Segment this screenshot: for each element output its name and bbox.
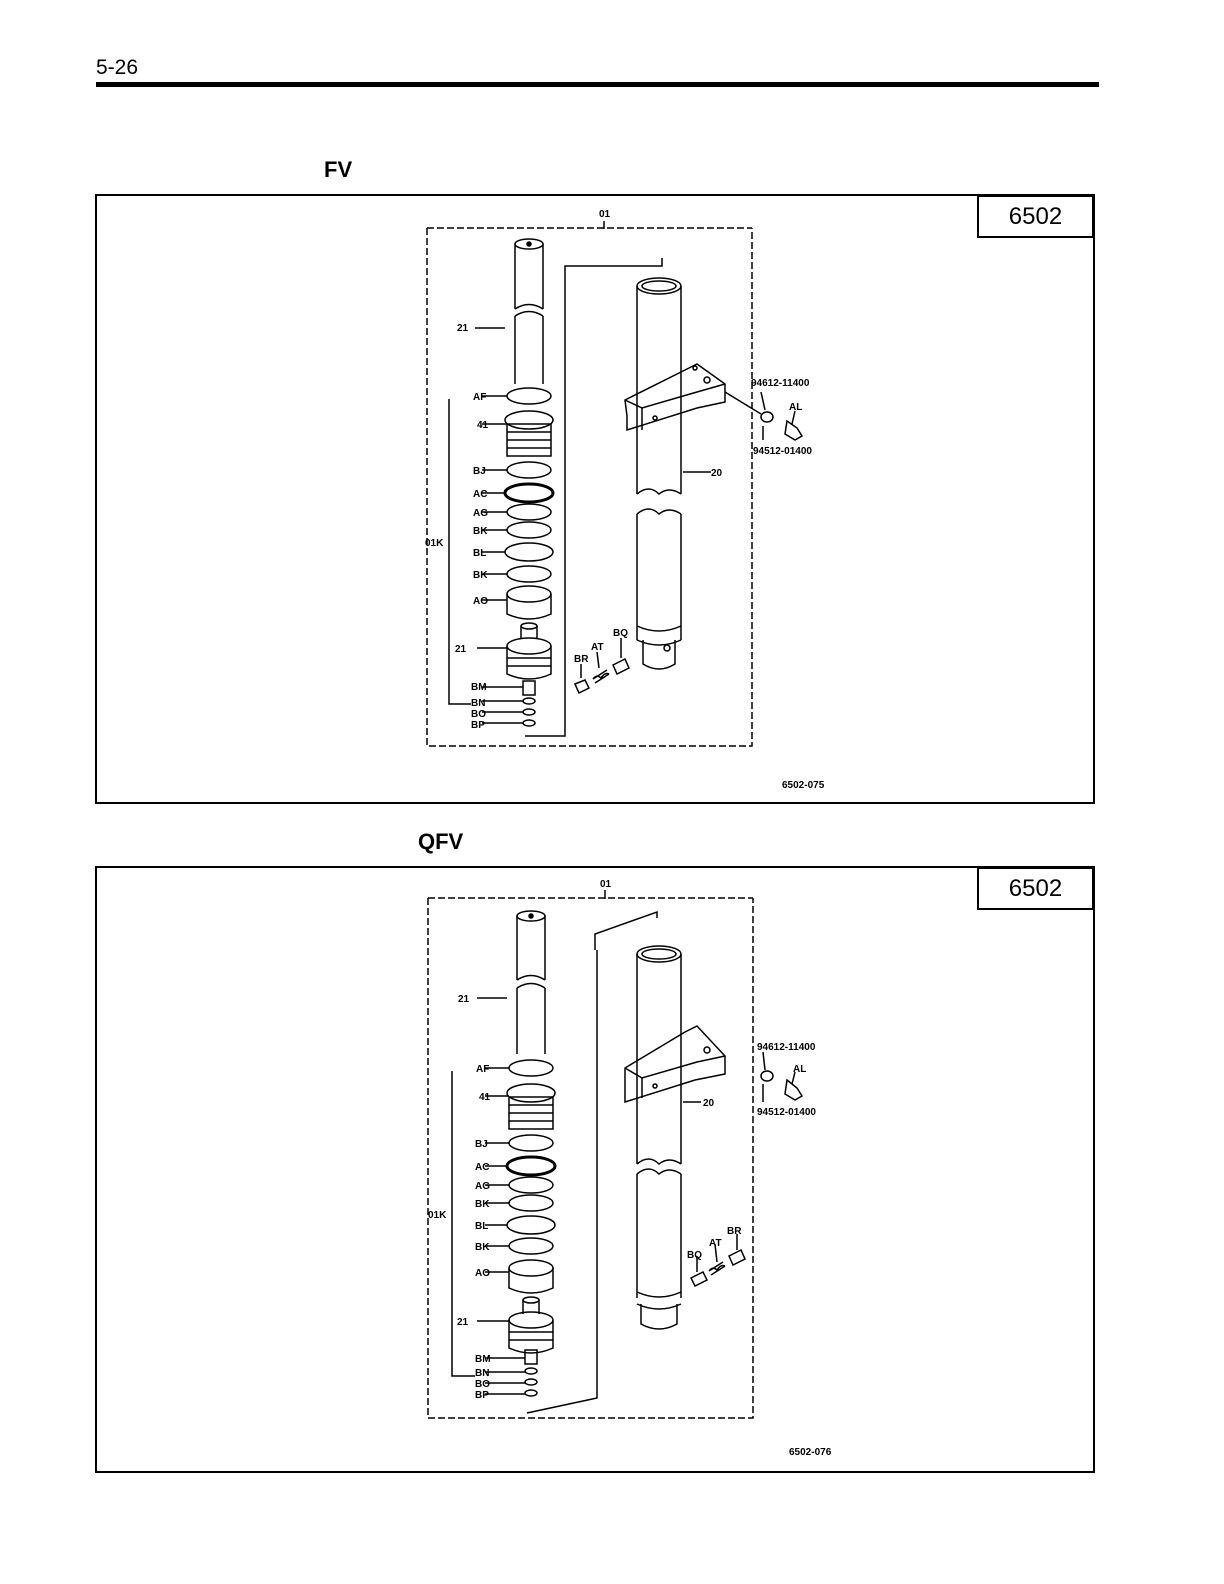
diagram-panel-fv: 6502 xyxy=(95,194,1095,804)
bolt xyxy=(785,1080,802,1100)
label-part-bn: BN xyxy=(471,698,485,709)
label-seal-ao: AO xyxy=(473,596,488,607)
label-seal-bk-2: BK xyxy=(473,570,488,581)
label-bolt-number: 94612-11400 xyxy=(757,1042,816,1053)
label-seal-bj: BJ xyxy=(473,466,486,477)
label-valve-at: AT xyxy=(709,1238,722,1249)
label-valve-bq: BQ xyxy=(613,628,628,639)
header-rule xyxy=(96,82,1099,87)
label-assembly: 01 xyxy=(600,879,612,890)
label-bolt-al: AL xyxy=(789,402,802,413)
label-washer-number: 94512-01400 xyxy=(753,446,812,457)
label-part-bp: BP xyxy=(471,720,485,731)
label-washer-number: 94512-01400 xyxy=(757,1107,816,1118)
label-valve-br: BR xyxy=(574,654,589,665)
label-seal-ag: AG xyxy=(473,508,488,519)
label-kit: 01K xyxy=(428,1210,447,1221)
piston-rod xyxy=(515,239,543,384)
piston-lower xyxy=(509,1297,553,1396)
cylinder-tube xyxy=(637,278,681,669)
figure-id: 6502-075 xyxy=(782,780,824,791)
label-piston-upper: 21 xyxy=(457,323,469,334)
label-seal-bk-2: BK xyxy=(475,1242,490,1253)
label-valve-br: BR xyxy=(727,1226,742,1237)
label-seal-bk-1: BK xyxy=(473,526,488,537)
label-part-bn: BN xyxy=(475,1368,489,1379)
label-cylinder: 20 xyxy=(703,1098,715,1109)
label-seal-bk-1: BK xyxy=(475,1199,490,1210)
label-valve-bq: BQ xyxy=(687,1250,702,1261)
label-seal-ac: AC xyxy=(475,1162,489,1173)
label-seal-bl: BL xyxy=(475,1221,488,1232)
label-seal-bj: BJ xyxy=(475,1139,488,1150)
seal-stack xyxy=(505,388,553,619)
label-seal-af: AF xyxy=(476,1064,489,1075)
label-assembly: 01 xyxy=(599,209,611,220)
piston-rod xyxy=(517,911,545,1054)
page-number: 5-26 xyxy=(96,56,138,80)
label-part-bm: BM xyxy=(475,1354,491,1365)
kit-bracket xyxy=(449,399,471,704)
seal-stack xyxy=(507,1060,555,1293)
mounting-bracket xyxy=(625,1026,725,1102)
exploded-view-qfv: 01 21 AF 41 BJ AC AG BK 01K BL BK AO 21 … xyxy=(97,868,1097,1475)
section-title-fv: FV xyxy=(324,157,352,183)
mounting-bracket xyxy=(625,364,725,430)
exploded-view-fv: 01 21 AF 41 BJ AC AG BK 01K BL BK AO 21 … xyxy=(97,196,1097,806)
label-seal-ao: AO xyxy=(475,1268,490,1279)
label-kit: 01K xyxy=(425,538,444,549)
kit-bracket xyxy=(452,1071,475,1376)
label-part-bo: BO xyxy=(475,1379,490,1390)
cylinder-tube xyxy=(637,946,681,1329)
label-piston-lower: 21 xyxy=(457,1317,469,1328)
label-part-41: 41 xyxy=(477,420,489,431)
section-title-qfv: QFV xyxy=(418,829,463,855)
label-seal-bl: BL xyxy=(473,548,486,559)
washer xyxy=(761,1071,773,1081)
label-bolt-al: AL xyxy=(793,1064,806,1075)
bolt xyxy=(785,421,802,440)
label-part-41: 41 xyxy=(479,1092,491,1103)
label-seal-af: AF xyxy=(473,392,486,403)
label-part-bp: BP xyxy=(475,1390,489,1401)
figure-id: 6502-076 xyxy=(789,1447,831,1458)
label-part-bm: BM xyxy=(471,682,487,693)
label-valve-at: AT xyxy=(591,642,604,653)
washer xyxy=(761,412,773,422)
label-piston-lower: 21 xyxy=(455,644,467,655)
label-seal-ac: AC xyxy=(473,489,487,500)
label-piston-upper: 21 xyxy=(458,994,470,1005)
label-part-bo: BO xyxy=(471,709,486,720)
label-bolt-number: 94612-11400 xyxy=(751,378,810,389)
diagram-panel-qfv: 6502 xyxy=(95,866,1095,1473)
assembly-boundary xyxy=(428,898,753,1418)
assembly-boundary xyxy=(427,228,752,746)
piston-lower xyxy=(507,623,551,726)
label-seal-ag: AG xyxy=(475,1181,490,1192)
label-cylinder: 20 xyxy=(711,468,723,479)
